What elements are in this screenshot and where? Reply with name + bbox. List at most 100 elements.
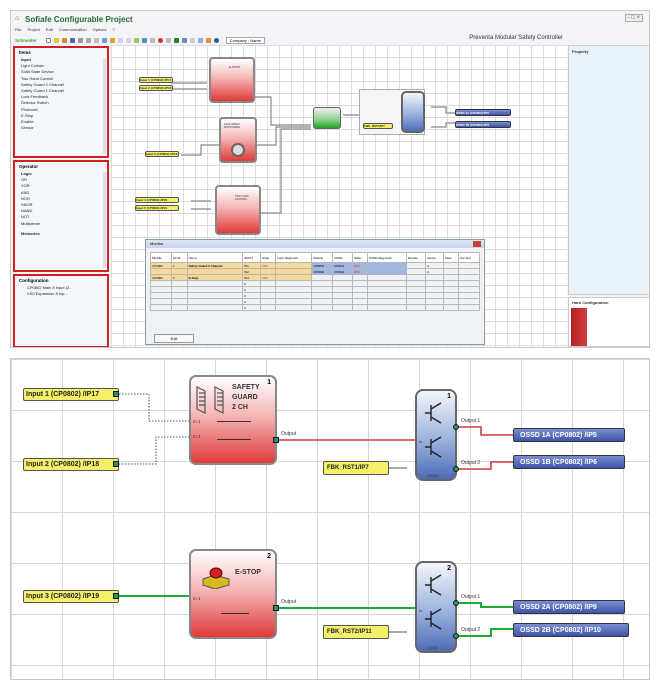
- controller-module-image[interactable]: [571, 308, 587, 346]
- menu-project[interactable]: Project: [27, 27, 40, 32]
- password-icon[interactable]: [205, 37, 211, 43]
- top-input-5[interactable]: Input 5 (CP0802) /IP21: [135, 205, 179, 211]
- menu-help[interactable]: ?: [112, 27, 115, 32]
- top-input-2[interactable]: Input 2 (CP0802) /IP18: [139, 85, 173, 91]
- ossd-2-output-2-port[interactable]: [453, 633, 459, 639]
- input-3-port[interactable]: [113, 593, 119, 599]
- new-file-icon[interactable]: [45, 37, 51, 43]
- item-light-curtain[interactable]: Light Curtain: [21, 63, 44, 69]
- window-controls[interactable]: - □ ×: [624, 14, 643, 22]
- monitor-row[interactable]: 0: [150, 286, 481, 293]
- item-sensor[interactable]: Sensor: [21, 125, 34, 131]
- top-feedback[interactable]: FBK_RST1/IP7: [363, 123, 393, 129]
- config-item-expansion[interactable]: XS0 Expansion 8 Inp...: [27, 291, 68, 297]
- cut-icon[interactable]: [85, 37, 91, 43]
- menu-options[interactable]: Options: [92, 27, 107, 32]
- output-ossd-2a[interactable]: OSSD 2A (CP0802) /IP9: [513, 600, 625, 614]
- feedback-2-block[interactable]: FBK_RST2/IP11: [323, 625, 389, 639]
- top-two-hand-block[interactable]: TWO HAND CONTROL: [215, 185, 261, 235]
- op-xor[interactable]: XOR: [21, 183, 30, 189]
- item-lock-feedback[interactable]: Lock Feedback: [21, 94, 49, 100]
- input-2-block[interactable]: Input 2 (CP0802) /IP18: [23, 458, 119, 471]
- paste-icon[interactable]: [101, 37, 107, 43]
- disconnect-icon[interactable]: [149, 37, 155, 43]
- copy-icon[interactable]: [93, 37, 99, 43]
- connect-icon[interactable]: [141, 37, 147, 43]
- output-ossd-1a[interactable]: OSSD 1A (CP0802) /IP5: [513, 428, 625, 442]
- edit-icon[interactable]: [109, 37, 115, 43]
- op-xnor[interactable]: XNOR: [21, 202, 33, 208]
- download-icon[interactable]: [197, 37, 203, 43]
- save-icon[interactable]: [61, 37, 67, 43]
- memories-section[interactable]: Memories: [21, 230, 40, 236]
- menu-file[interactable]: File: [15, 27, 22, 32]
- op-or[interactable]: OR: [21, 177, 27, 183]
- config-item-main[interactable]: CP0802 Main 8 Input (2...: [27, 285, 73, 290]
- top-speed-block[interactable]: SAFE SPEED MONITORING: [219, 117, 257, 163]
- item-two-hand-control[interactable]: Two Hand Control: [21, 75, 54, 81]
- op-multiplexer[interactable]: Multiplexer: [21, 220, 41, 226]
- upload-icon[interactable]: [165, 37, 171, 43]
- operator-scrollbar[interactable]: [103, 172, 106, 268]
- top-estop-block[interactable]: E-STOP: [209, 57, 255, 103]
- property-header[interactable]: Property: [572, 49, 589, 54]
- ossd-2-block[interactable]: 2 In OSSD: [415, 561, 457, 653]
- ossd-1-output-2-port[interactable]: [453, 466, 459, 472]
- ossd-1-output-1-port[interactable]: [453, 424, 459, 430]
- op-nor[interactable]: NOR: [21, 195, 30, 201]
- estop-block[interactable]: E-STOP 2 In 1: [189, 549, 277, 639]
- print-icon[interactable]: [77, 37, 83, 43]
- input-3-block[interactable]: Input 3 (CP0802) /IP19: [23, 590, 119, 603]
- items-panel-header[interactable]: Items: [19, 50, 31, 55]
- input-1-block[interactable]: Input 1 (CP0802) /IP17: [23, 388, 119, 401]
- zoom-icon[interactable]: [181, 37, 187, 43]
- operator-panel-header[interactable]: Operator: [19, 164, 39, 169]
- monitor-icon[interactable]: [173, 37, 179, 43]
- op-and[interactable]: AND: [21, 189, 30, 195]
- top-ossd-block[interactable]: [401, 91, 425, 133]
- input-section[interactable]: Input: [21, 57, 31, 62]
- item-selector-switch[interactable]: Selector Switch: [21, 100, 49, 106]
- top-output-1[interactable]: OSSD 1A (CP0802) /IP5: [455, 109, 511, 116]
- save-as-icon[interactable]: [69, 37, 75, 43]
- input-1-port[interactable]: [113, 391, 119, 397]
- top-input-4[interactable]: Input 4 (CP0802) /IP20: [135, 197, 179, 203]
- exit-button[interactable]: Exit: [154, 334, 194, 343]
- company-name-field[interactable]: Company : Name: [225, 36, 265, 44]
- menu-communication[interactable]: Communication: [58, 27, 87, 32]
- safety-guard-output-port[interactable]: [273, 437, 279, 443]
- output-ossd-1b[interactable]: OSSD 1B (CP0802) /IP6: [513, 455, 625, 469]
- validate-icon[interactable]: [133, 37, 139, 43]
- item-photocell[interactable]: Photocell: [21, 106, 38, 112]
- item-solid-state-device[interactable]: Solid State Device: [21, 69, 54, 75]
- undo-icon[interactable]: [117, 37, 123, 43]
- feedback-1-block[interactable]: FBK_RST1/IP7: [323, 461, 389, 475]
- input-2-port[interactable]: [113, 461, 119, 467]
- top-input-3[interactable]: Input 3 (CP0802) /IP19: [145, 151, 179, 157]
- op-nand[interactable]: NAND: [21, 208, 33, 214]
- monitor-row[interactable]: 0: [150, 292, 481, 299]
- and-operator-block[interactable]: [313, 107, 341, 129]
- ossd-1-block[interactable]: 1 In OSSD: [415, 389, 457, 481]
- op-not[interactable]: NOT: [21, 214, 30, 220]
- items-scrollbar[interactable]: [103, 58, 106, 154]
- monitor-row[interactable]: 0: [150, 304, 481, 311]
- info-icon[interactable]: [213, 37, 219, 43]
- top-output-2[interactable]: OSSD 1B (CP0802) /IP6: [455, 121, 511, 128]
- top-input-1[interactable]: Input 1 (CP0802) /IP17: [139, 77, 173, 83]
- item-safety-guard-1ch[interactable]: Safety Guard 1 Channel: [21, 88, 64, 94]
- close-icon[interactable]: [473, 241, 481, 247]
- ossd-2-output-1-port[interactable]: [453, 600, 459, 606]
- estop-output-port[interactable]: [273, 605, 279, 611]
- safety-guard-block[interactable]: SAFETY GUARD 2 CH 1 In 1 In 2: [189, 375, 277, 465]
- output-ossd-2b[interactable]: OSSD 2B (CP0802) /IP10: [513, 623, 629, 637]
- redo-icon[interactable]: [125, 37, 131, 43]
- menu-edit[interactable]: Edit: [45, 27, 53, 32]
- open-folder-icon[interactable]: [53, 37, 59, 43]
- stop-icon[interactable]: [157, 37, 163, 43]
- logic-section[interactable]: Logic: [21, 171, 32, 176]
- report-icon[interactable]: [189, 37, 195, 43]
- hw-config-header[interactable]: Hard Configuration: [572, 300, 609, 305]
- item-safety-guard-2ch[interactable]: Safety Guard 2 Channel: [21, 81, 64, 87]
